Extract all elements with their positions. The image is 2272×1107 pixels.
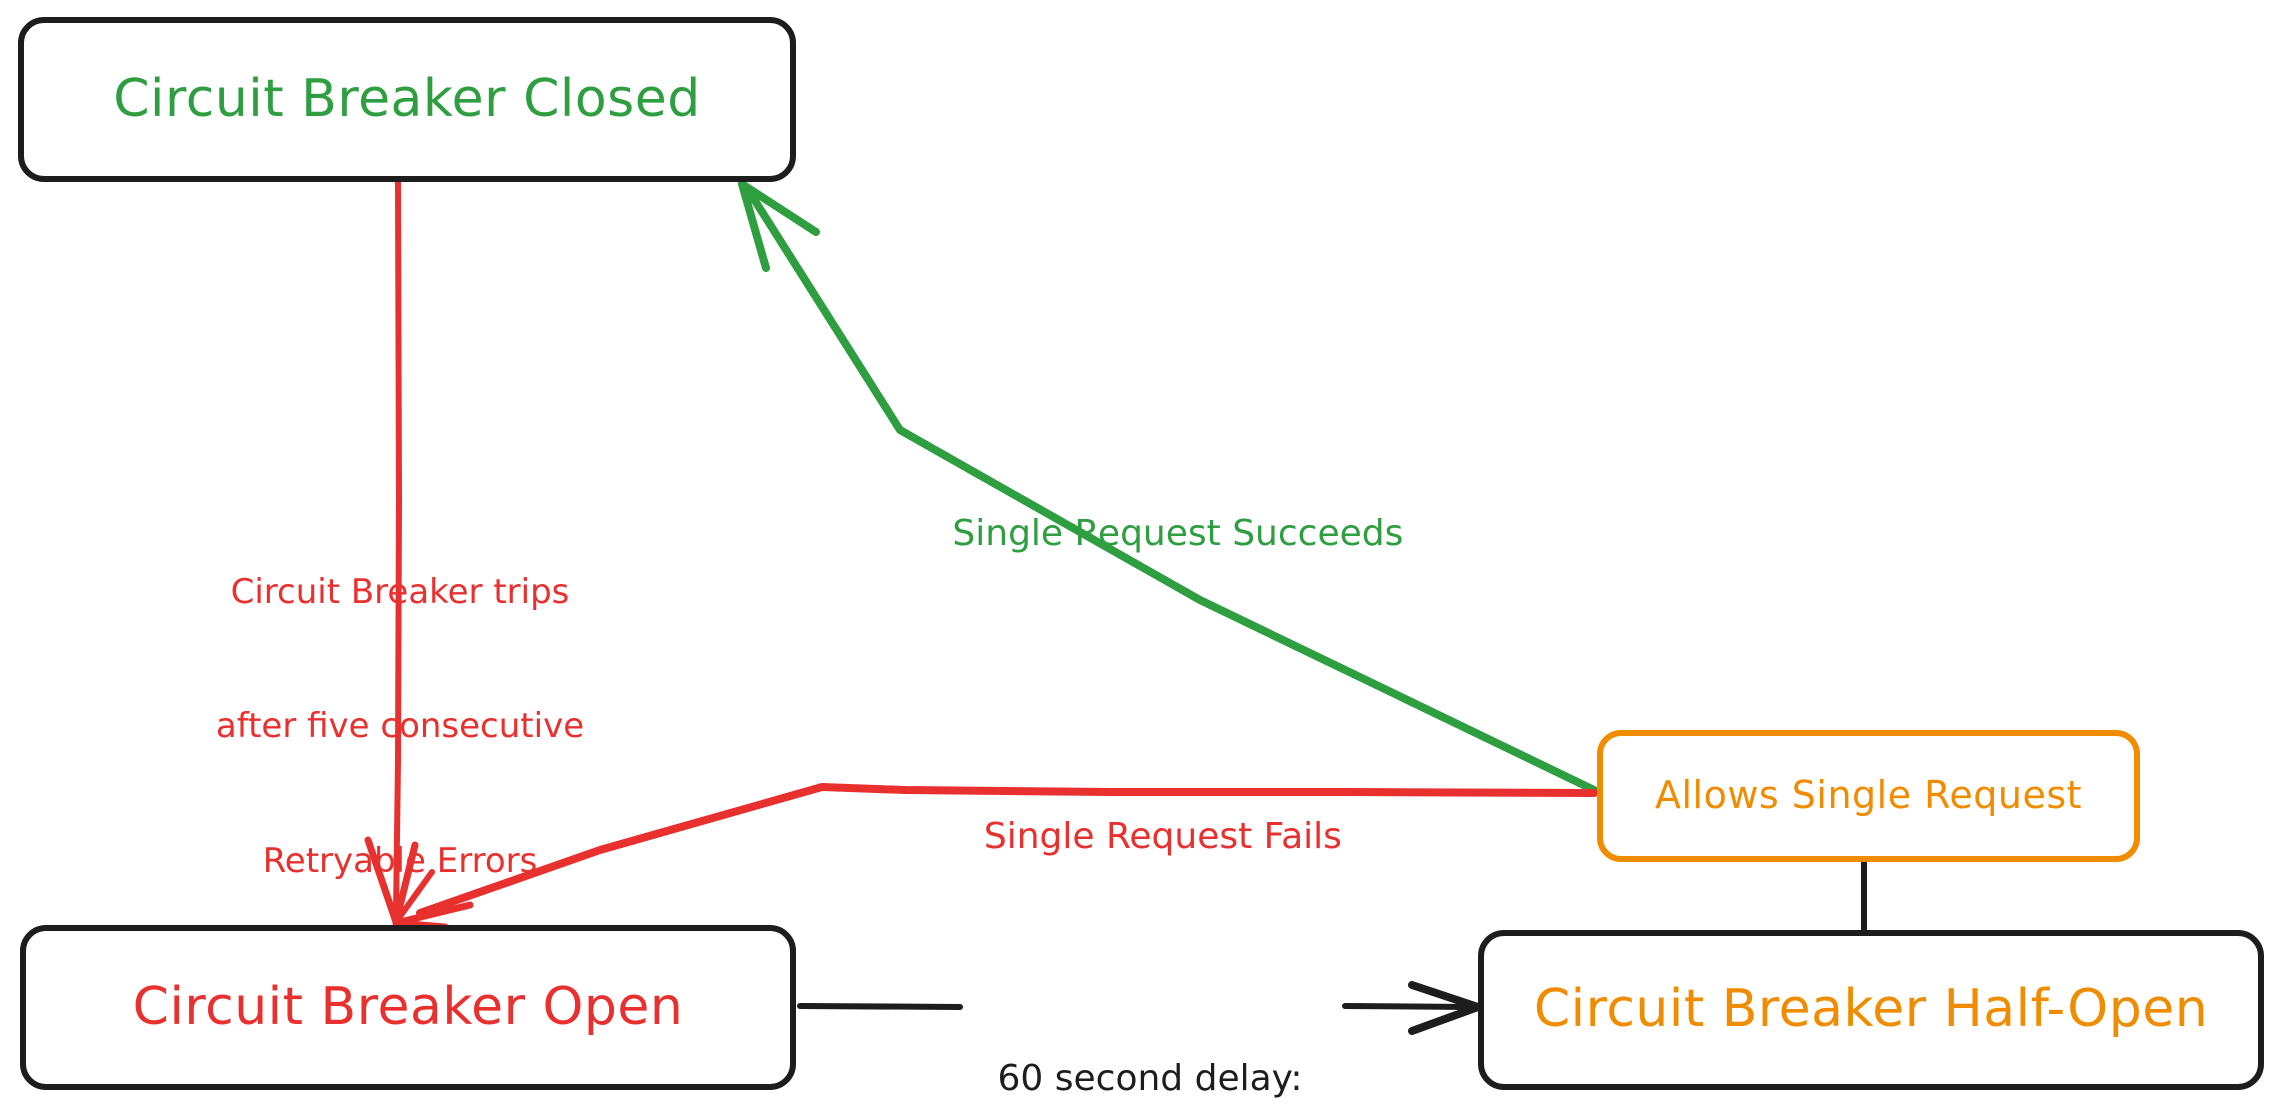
edge-label-trips-line2: after five consecutive (215, 706, 585, 747)
node-label-circuit-breaker-closed: Circuit Breaker Closed (113, 68, 701, 129)
node-label-allows-single-request: Allows Single Request (1654, 773, 2083, 818)
edge-label-circuit-breaker-trips: Circuit Breaker trips after five consecu… (180, 480, 620, 974)
edge-label-succeeds-text: Single Request Succeeds (952, 512, 1404, 554)
edge-label-delay-line1: 60 second delay: (997, 1058, 1303, 1100)
edge-label-trips-line3: Retryable Errors (262, 841, 538, 881)
edge-label-trips-line1: Circuit Breaker trips (230, 571, 570, 612)
node-allows-single-request[interactable]: Allows Single Request (1597, 730, 2140, 862)
edge-label-single-request-fails: Single Request Fails (930, 765, 1350, 908)
node-label-circuit-breaker-half-open: Circuit Breaker Half-Open (1533, 979, 2209, 1040)
node-circuit-breaker-closed[interactable]: Circuit Breaker Closed (18, 17, 796, 182)
node-circuit-breaker-half-open[interactable]: Circuit Breaker Half-Open (1478, 930, 2264, 1090)
node-label-circuit-breaker-open: Circuit Breaker Open (132, 976, 684, 1037)
node-circuit-breaker-open[interactable]: Circuit Breaker Open (20, 925, 796, 1090)
edge-label-sixty-second-delay: 60 second delay: No requests allowed (950, 960, 1350, 1107)
edge-label-fails-text: Single Request Fails (983, 815, 1342, 857)
edge-label-single-request-succeeds: Single Request Succeeds (905, 462, 1405, 605)
